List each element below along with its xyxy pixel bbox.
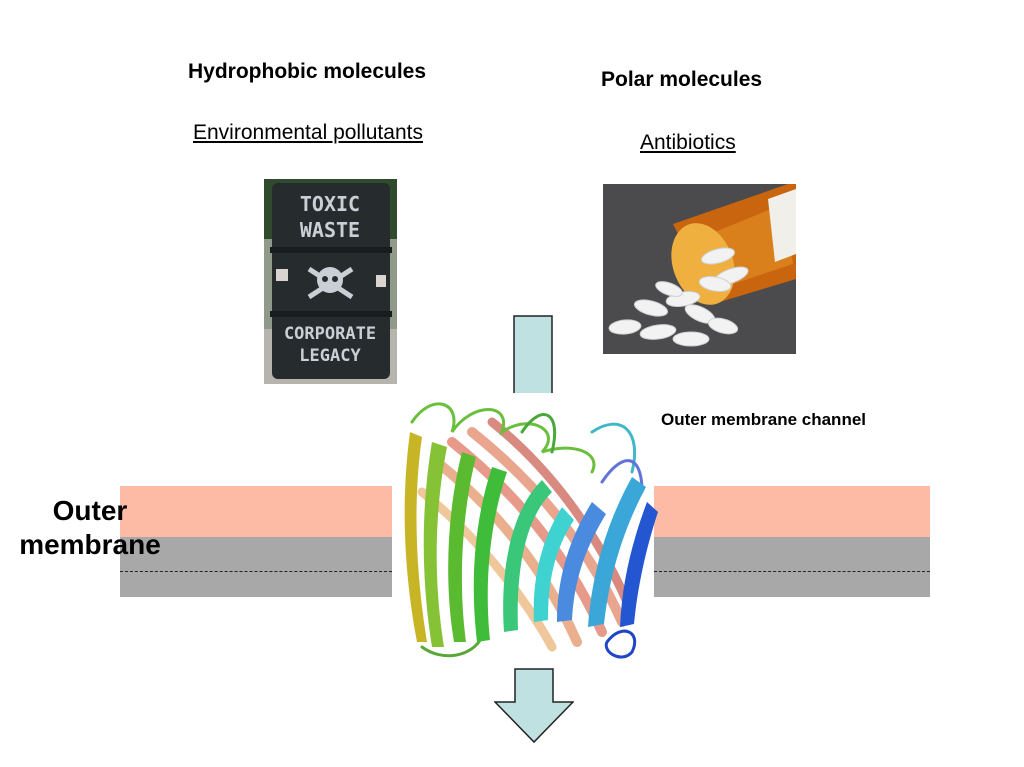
outer-membrane-label-line1: Outer — [52, 495, 128, 526]
hydrophobic-heading: Hydrophobic molecules — [188, 60, 427, 83]
outer-membrane-channel-label: Outer membrane channel — [661, 410, 867, 429]
toxic-waste-barrel-image: TOXIC WASTE CORPORATE LEGACY — [264, 179, 397, 384]
barrel-text-line: CORPORATE — [284, 324, 376, 344]
beta-barrel-porin-icon — [404, 402, 658, 659]
outer-membrane-right-outer-leaflet — [654, 486, 930, 537]
outer-membrane-left-outer-leaflet — [120, 486, 392, 537]
polar-heading: Polar molecules — [601, 68, 763, 91]
antibiotics-label: Antibiotics — [640, 131, 736, 154]
barrel-text: TOXIC WASTE CORPORATE LEGACY — [284, 192, 376, 366]
outer-membrane-right-inner-leaflet — [654, 537, 930, 597]
skull-crossbones-icon — [307, 266, 354, 300]
outer-membrane-right-midline — [654, 571, 930, 572]
outer-membrane-left-inner-leaflet — [120, 537, 392, 597]
pill-bottle-icon — [671, 184, 796, 305]
barrel-text-line: WASTE — [300, 218, 360, 242]
antibiotic-pills-image — [603, 184, 796, 354]
environmental-pollutants-label: Environmental pollutants — [193, 121, 423, 144]
pills-pile — [608, 247, 749, 347]
barrel-text-line: TOXIC — [300, 192, 360, 216]
arrow-shaft-icon — [513, 315, 553, 393]
barrel-text-line: LEGACY — [299, 346, 361, 366]
arrow-down-icon — [494, 668, 574, 744]
outer-membrane-left-midline — [120, 571, 392, 572]
outer-membrane-label: Outer membrane — [10, 494, 170, 562]
outer-membrane-label-line2: membrane — [19, 529, 161, 560]
